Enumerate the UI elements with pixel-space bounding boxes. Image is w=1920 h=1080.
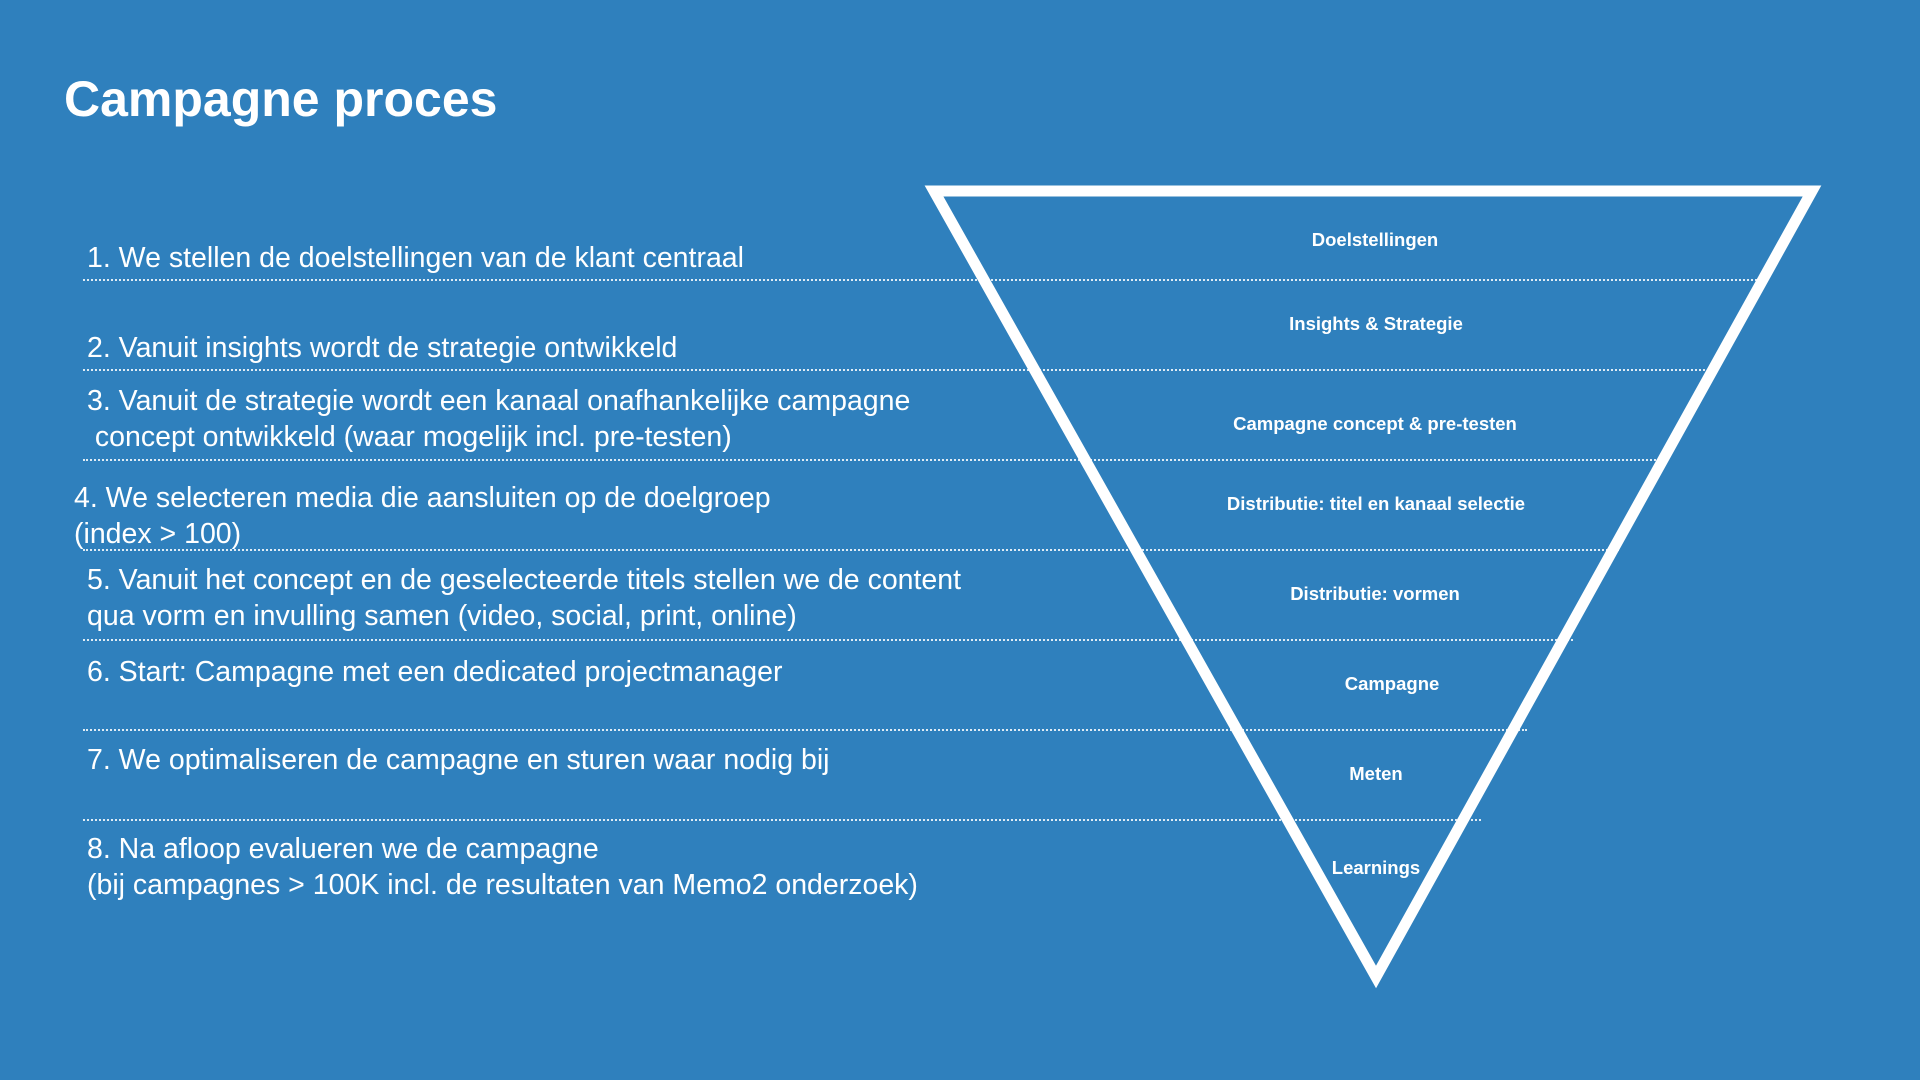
slide-title: Campagne proces [64,71,498,127]
funnel-stage-learnings: Learnings [1331,857,1421,878]
divider-line [83,549,1619,551]
step-6: 6. Start: Campagne met een dedicated pro… [87,654,783,690]
step-8-line-2: (bij campagnes > 100K incl. de resultate… [87,869,918,901]
step-6-line-1: 6. Start: Campagne met een dedicated pro… [87,656,783,688]
funnel-stage-distributie-vormen: Distributie: vormen [1290,583,1460,604]
step-2: 2. Vanuit insights wordt de strategie on… [87,330,677,366]
step-8-line-1: 8. Na afloop evalueren we de campagne [87,833,599,865]
step-1-line-1: 1. We stellen de doelstellingen van de k… [87,242,744,274]
funnel-stage-meten: Meten [1349,763,1403,784]
step-1: 1. We stellen de doelstellingen van de k… [87,240,744,276]
step-5-line-2: qua vorm en invulling samen (video, soci… [87,600,797,632]
divider-line [83,639,1573,641]
divider-line [83,369,1713,371]
step-3: 3. Vanuit de strategie wordt een kanaal … [87,383,910,455]
step-3-line-2: concept ontwikkeld (waar mogelijk incl. … [87,421,732,453]
step-7-line-1: 7. We optimaliseren de campagne en sture… [87,744,830,776]
step-4-line-2: (index > 100) [74,518,242,550]
step-5-line-1: 5. Vanuit het concept en de geselecteerd… [87,564,962,596]
funnel-stage-doelstellingen: Doelstellingen [1311,229,1439,250]
step-5: 5. Vanuit het concept en de geselecteerd… [87,562,961,634]
divider-line [83,279,1761,281]
divider-line [83,819,1481,821]
funnel-stage-distributie-titel: Distributie: titel en kanaal selectie [1226,493,1526,514]
funnel-stage-insights-strategie: Insights & Strategie [1289,313,1463,334]
step-4-line-1: 4. We selecteren media die aansluiten op… [74,482,771,514]
divider-line [83,459,1667,461]
step-3-line-1: 3. Vanuit de strategie wordt een kanaal … [87,385,911,417]
divider-line [83,729,1527,731]
step-4: 4. We selecteren media die aansluiten op… [74,480,771,552]
step-8: 8. Na afloop evalueren we de campagne (b… [87,831,918,903]
funnel-stage-campagne: Campagne [1344,673,1440,694]
step-7: 7. We optimaliseren de campagne en sture… [87,742,830,778]
step-2-line-1: 2. Vanuit insights wordt de strategie on… [87,332,678,364]
funnel-stage-campagne-concept: Campagne concept & pre-testen [1233,413,1517,434]
